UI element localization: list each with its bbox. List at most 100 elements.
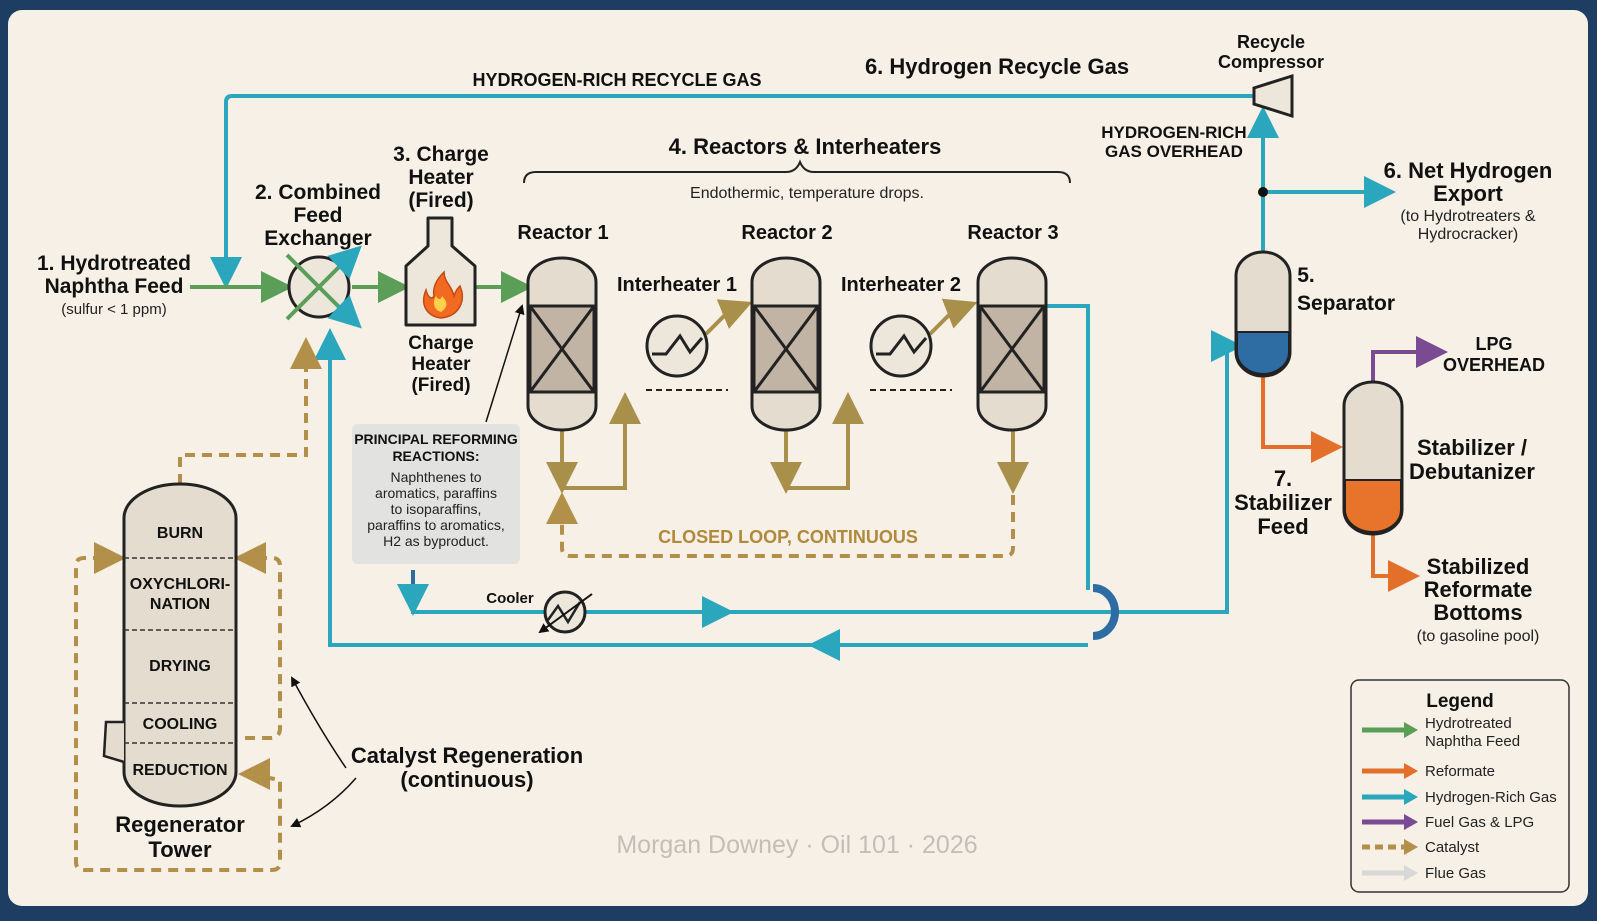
legend-item: Reformate	[1362, 763, 1495, 780]
legend-label: Fuel Gas & LPG	[1425, 814, 1534, 831]
bottoms-label-line3: Bottoms	[1433, 600, 1522, 625]
reactor3-label: Reactor 3	[967, 222, 1058, 244]
legend-label: Catalyst	[1425, 839, 1480, 856]
closed-loop-label: CLOSED LOOP, CONTINUOUS	[658, 527, 918, 547]
overhead-label: HYDROGEN-RICH	[1101, 123, 1246, 142]
legend-title: Legend	[1426, 691, 1494, 712]
charge-heater	[404, 216, 477, 327]
regen-drying-label: DRYING	[149, 658, 211, 675]
bottoms-label-line2: Reformate	[1424, 577, 1533, 602]
separator	[1234, 250, 1292, 378]
reactors-bracket	[523, 159, 1071, 184]
regen-tower-label: Regenerator	[115, 812, 245, 837]
credit-watermark: Morgan Downey · Oil 101 · 2026	[616, 831, 977, 859]
stab-feed-number: 7.	[1274, 466, 1292, 491]
feed-title-line2: Naphtha Feed	[45, 275, 184, 298]
junction-node	[1258, 187, 1268, 197]
compressor-label-line2: Compressor	[1218, 52, 1324, 72]
regen-cooling-label: COOLING	[143, 716, 218, 733]
stabilizer-label: Stabilizer /	[1417, 435, 1527, 460]
ih1-to-r2	[704, 299, 753, 336]
lpg-label-line2: OVERHEAD	[1443, 355, 1545, 375]
separator-number: 5.	[1297, 264, 1315, 287]
lpg-overhead-line	[1371, 336, 1448, 383]
bottoms-sub: (to gasoline pool)	[1417, 628, 1540, 645]
labels: 1. Hydrotreated Naphtha Feed (sulfur < 1…	[37, 32, 1552, 862]
reactor-1	[526, 256, 598, 432]
legend-arrowhead	[1404, 763, 1418, 779]
reactions-note-box	[352, 424, 520, 564]
feed-title: 1. Hydrotreated	[37, 252, 191, 275]
legend-arrowhead	[1404, 789, 1418, 805]
reactor-3	[976, 256, 1048, 432]
legend-label-line2: Naphtha Feed	[1425, 733, 1520, 750]
heater-label-line3: (Fired)	[411, 375, 470, 396]
regen-burn-label: BURN	[157, 525, 203, 542]
line-crossover-hop	[1092, 584, 1119, 640]
legend-arrowhead	[1404, 865, 1418, 881]
stabilizer-bottoms-line	[1371, 535, 1420, 592]
legend-label: Hydrotreated	[1425, 715, 1512, 732]
regen-pointer-upper	[291, 676, 347, 769]
separator-feed-line	[1100, 330, 1243, 614]
exchanger-title: 2. Combined	[255, 181, 381, 204]
closed-loop-catalyst	[546, 492, 1015, 558]
legend-label: Flue Gas	[1425, 865, 1486, 882]
reactions-text-5: H2 as byproduct.	[383, 533, 489, 549]
heater-title-line3: (Fired)	[408, 189, 473, 212]
interheater-2	[869, 314, 952, 391]
regen-oxy-label: OXYCHLORI-	[130, 576, 230, 593]
regenerator-tower	[102, 482, 238, 808]
interheater1-label: Interheater 1	[617, 274, 737, 296]
regen-reduction-label: REDUCTION	[132, 762, 227, 779]
reactions-text-3: to isoparaffins,	[391, 501, 482, 517]
legend-arrowhead	[1404, 722, 1418, 738]
regen-right-loop	[240, 556, 282, 740]
legend-item: Flue Gas	[1362, 865, 1486, 882]
regen-left-loop	[74, 556, 282, 872]
net-h2-sub-line2: Hydrocracker)	[1418, 226, 1518, 243]
legend-arrowhead	[1404, 814, 1418, 830]
net-h2-sub: (to Hydrotreaters &	[1400, 208, 1535, 225]
recycle-title: 6. Hydrogen Recycle Gas	[865, 54, 1129, 79]
heater-label: Charge	[408, 333, 473, 354]
catalyst-regen-label-line2: (continuous)	[400, 767, 533, 792]
reactor2-label: Reactor 2	[741, 222, 832, 244]
catalyst-regen-label: Catalyst Regeneration	[351, 743, 583, 768]
regen-to-exchanger-catalyst	[178, 337, 322, 484]
legend-item: Fuel Gas & LPG	[1362, 814, 1534, 831]
reactors-title: 4. Reactors & Interheaters	[669, 134, 942, 159]
cooler-label: Cooler	[486, 590, 534, 607]
reactions-title: PRINCIPAL REFORMING	[354, 431, 518, 447]
separator-label: Separator	[1297, 292, 1395, 315]
reactions-title-line2: REACTIONS:	[392, 448, 479, 464]
r1-to-ih1	[562, 392, 641, 490]
cooler	[538, 590, 593, 634]
ih2-to-r3	[928, 298, 978, 336]
lpg-label: LPG	[1475, 334, 1512, 354]
heater-title-line2: Heater	[408, 166, 473, 189]
regen-tower-label-line2: Tower	[148, 837, 212, 862]
legend-label: Hydrogen-Rich Gas	[1425, 789, 1557, 806]
reactions-text-1: Naphthenes to	[390, 469, 481, 485]
reactions-text-4: paraffins to aromatics,	[367, 517, 504, 533]
reactor-flow-lines	[546, 298, 1029, 494]
reactors-subtitle: Endothermic, temperature drops.	[690, 185, 924, 202]
stab-feed-label-line2: Feed	[1257, 514, 1308, 539]
heater-label-line2: Heater	[411, 354, 471, 375]
legend-arrowhead	[1404, 839, 1418, 855]
net-h2-title-line2: Export	[1433, 181, 1503, 206]
diagram-background	[8, 10, 1588, 906]
compressor-label: Recycle	[1237, 32, 1305, 52]
regen-pointer-lower	[290, 777, 357, 828]
legend-item: Catalyst	[1362, 839, 1480, 856]
feed-subtitle: (sulfur < 1 ppm)	[61, 301, 166, 318]
stabilizer	[1342, 380, 1404, 536]
separator-to-stabilizer-line	[1261, 374, 1343, 463]
legend-label: Reformate	[1425, 763, 1495, 780]
stab-feed-label: Stabilizer	[1234, 490, 1332, 515]
r2-to-ih2	[786, 392, 864, 490]
